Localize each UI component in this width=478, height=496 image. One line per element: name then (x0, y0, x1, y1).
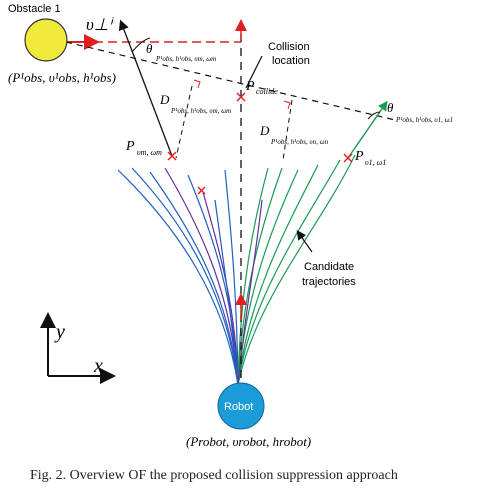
trajectory-line (224, 169, 239, 386)
theta-right-arc (367, 111, 381, 120)
pm-cross (167, 151, 177, 161)
p1-symbol: P (354, 149, 364, 164)
candidate-pointer (296, 230, 313, 253)
trajectory-line (214, 199, 239, 386)
trajectory-line (237, 164, 319, 386)
trajectory-line (149, 171, 239, 386)
theta-right-subscript: P¹obs, h¹obs, υ1, ω1 (395, 116, 453, 124)
obstacle-state: (P¹obs, υ¹obs, h¹obs) (8, 70, 116, 85)
right-angle-marker (283, 100, 291, 110)
collision-point-subscript: collide (256, 87, 278, 96)
candidate-label-line1: Candidate (304, 261, 354, 273)
theta-left-symbol: θ (146, 41, 153, 56)
pm-heading-arrow (118, 19, 173, 157)
figure-caption: Fig. 2. Overview OF the proposed collisi… (30, 468, 398, 483)
distance-right-symbol: D (259, 123, 270, 138)
theta-left-subscript: P¹obs, h¹obs, υm, ωm (155, 55, 216, 63)
trajectory-line (117, 169, 239, 386)
robot-state: (Probot, υrobot, hrobot) (186, 434, 311, 449)
obstacle-trajectory-line (65, 41, 396, 121)
obstacle-label: Obstacle 1 (8, 3, 61, 15)
distance-right-subscript: P¹obs, h¹obs, υn, ωn (270, 138, 329, 146)
p1-cross (343, 153, 353, 163)
trajectory-line (131, 167, 239, 386)
trajectory-line (187, 174, 239, 386)
distance-left-subscript: P¹obs, h¹obs, υm, ωm (170, 107, 231, 115)
y-axis-label: y (54, 321, 65, 343)
pm-subscript: υm, ωm (137, 148, 162, 157)
trajectory-line (237, 199, 263, 386)
right-angle-marker (193, 79, 201, 89)
candidate-label-line2: trajectories (302, 276, 356, 288)
theta-right-symbol: θ (387, 100, 394, 115)
distance-right-line (282, 99, 293, 161)
robot-circle (217, 382, 265, 430)
collision-label-line2: location (272, 55, 310, 67)
theta-left-arc (131, 37, 151, 53)
collision-cross (236, 92, 246, 102)
obstacle-circle (24, 18, 68, 62)
collision-label-pointer (245, 55, 263, 89)
pm-symbol: P (125, 139, 135, 154)
trajectory-line (237, 167, 269, 386)
candidate-trajectories (117, 154, 356, 386)
x-axis-label: x (93, 355, 103, 377)
velocity-symbol: υ⊥ⁱ (86, 15, 115, 34)
extra-cross (197, 186, 206, 195)
collision-label-line1: Collision (268, 41, 310, 53)
figure-canvas: Obstacle 1 (P¹obs, υ¹obs, h¹obs) υ⊥ⁱ θ P… (8, 3, 453, 449)
distance-left-symbol: D (159, 92, 170, 107)
p1-heading-arrow (347, 100, 388, 159)
p1-subscript: υ1, ω1 (365, 158, 386, 167)
robot-label: Robot (224, 401, 253, 413)
trajectory-line (237, 159, 341, 386)
collision-point-symbol: P (245, 79, 255, 94)
trajectory-line (237, 154, 356, 386)
distance-left-line (175, 85, 193, 159)
